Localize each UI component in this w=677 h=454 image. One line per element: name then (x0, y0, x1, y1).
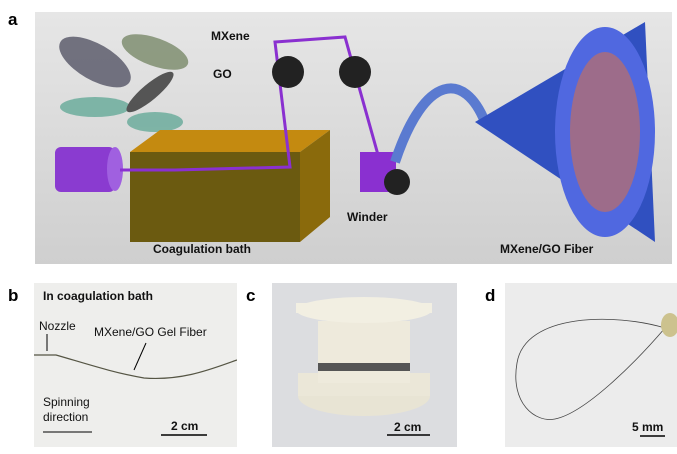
fiber-loop (515, 313, 677, 437)
label-direction: direction (43, 410, 89, 424)
scale-bar-d: 5 mm (632, 420, 664, 434)
label-gel-fiber: MXene/GO Gel Fiber (94, 325, 207, 339)
scale-bar-c: 2 cm (394, 420, 422, 434)
panel-d-photo: 5 mm (505, 283, 677, 447)
label-mxene-go-fiber: MXene/GO Fiber (500, 242, 594, 256)
panel-label-c: c (246, 286, 256, 305)
panel-a-schematic: MXene GO Coagulation bath Winder MXene/G… (35, 12, 672, 264)
spinning-illustration (55, 22, 655, 242)
panel-label-b: b (8, 286, 19, 305)
flake-cluster (59, 34, 189, 132)
panel-c-photo: 2 cm (272, 283, 457, 447)
panel-label-a: a (8, 10, 18, 29)
panel-label-d: d (485, 286, 496, 305)
gel-fiber-trace (34, 334, 237, 436)
label-go: GO (213, 67, 232, 81)
scale-bar-b: 2 cm (171, 419, 199, 433)
panel-b-photo: In coagulation bath Nozzle MXene/GO Gel … (34, 283, 237, 447)
title-in-coagulation-bath: In coagulation bath (43, 289, 153, 303)
label-mxene: MXene (211, 29, 250, 43)
label-spinning: Spinning (43, 395, 90, 409)
label-nozzle: Nozzle (39, 319, 76, 333)
label-winder: Winder (347, 210, 388, 224)
label-coagulation-bath: Coagulation bath (153, 242, 251, 256)
spool (296, 297, 432, 436)
